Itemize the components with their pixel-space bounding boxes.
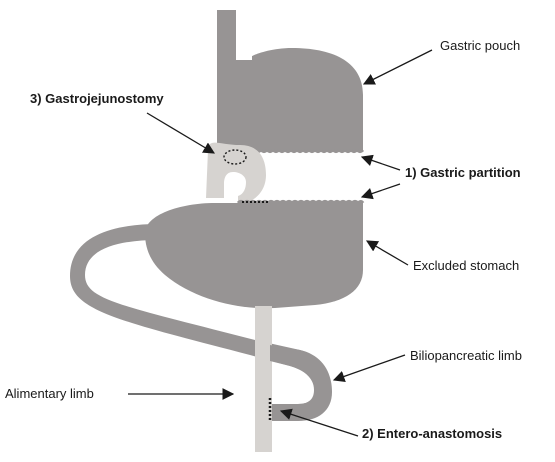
excluded-stomach-staples [238,202,363,204]
gastric-pouch-staples [243,150,363,152]
arrow-biliopancreatic-limb [334,355,405,380]
label-gastrojejunostomy: 3) Gastrojejunostomy [30,91,164,106]
gastric-pouch [217,48,363,150]
label-gastric-partition: 1) Gastric partition [405,165,521,180]
arrow-excluded-stomach [367,241,408,265]
label-entero-anastomosis: 2) Entero-anastomosis [362,426,502,441]
alimentary-limb [255,306,272,452]
excluded-stomach [145,203,363,308]
label-excluded-stomach: Excluded stomach [413,258,519,273]
arrow-gastric-pouch [364,50,432,84]
label-biliopancreatic-limb: Biliopancreatic limb [410,348,522,363]
biliopancreatic-limb [270,345,332,421]
label-alimentary-limb: Alimentary limb [5,386,94,401]
arrow-gastrojejunostomy [147,113,214,153]
label-gastric-pouch: Gastric pouch [440,38,520,53]
gastrojejunostomy-loop [206,143,266,204]
arrow-partition-upper [362,157,400,170]
arrow-partition-lower [362,184,400,197]
